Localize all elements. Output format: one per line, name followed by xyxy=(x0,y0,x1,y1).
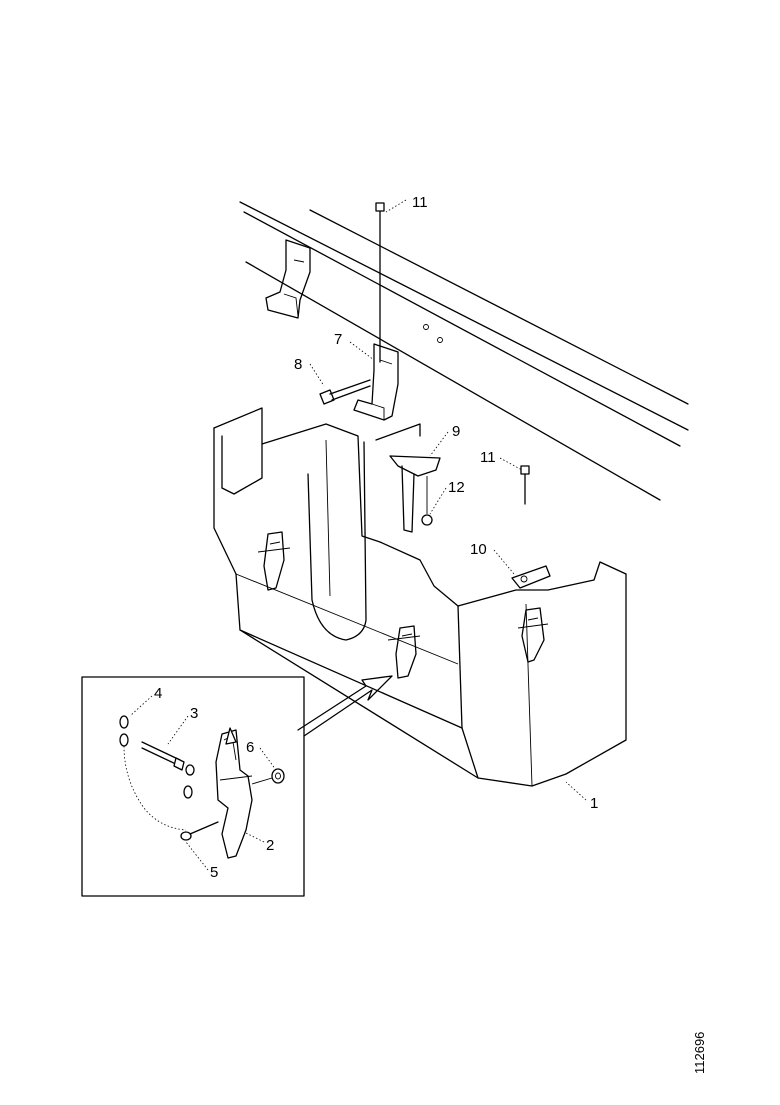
latch-left xyxy=(257,531,291,591)
detail-latch-assembly xyxy=(119,715,285,859)
document-number: 112696 xyxy=(692,1032,707,1074)
frame-rail xyxy=(239,201,689,501)
callout-9: 9 xyxy=(452,423,460,440)
latch-right xyxy=(517,607,549,663)
callout-3: 3 xyxy=(190,705,198,722)
bolt-11-short xyxy=(520,465,530,505)
washer xyxy=(437,337,443,343)
bolt-11-long xyxy=(375,202,385,363)
callout-leaders xyxy=(129,199,587,871)
callout-11-right: 11 xyxy=(480,449,496,466)
frame-bracket xyxy=(265,239,311,319)
washer xyxy=(423,324,429,330)
callout-10: 10 xyxy=(470,541,487,558)
callout-4: 4 xyxy=(154,685,162,702)
hanger-bracket-9 xyxy=(375,423,441,533)
bolt-8 xyxy=(319,379,371,405)
callout-2: 2 xyxy=(266,837,274,854)
callout-11-upper: 11 xyxy=(412,194,428,211)
bracket-7 xyxy=(353,343,399,421)
latch-middle xyxy=(387,625,421,679)
callout-7: 7 xyxy=(334,331,342,348)
callout-6: 6 xyxy=(246,739,254,756)
nut-12 xyxy=(421,476,433,526)
callout-12: 12 xyxy=(448,479,465,496)
callout-5: 5 xyxy=(210,864,218,881)
detail-inset-frame xyxy=(81,676,305,897)
callout-1: 1 xyxy=(590,795,598,812)
clamp-10 xyxy=(511,565,551,589)
callout-8: 8 xyxy=(294,356,302,373)
detail-arrow xyxy=(297,675,393,737)
battery-box-housing xyxy=(213,407,627,787)
